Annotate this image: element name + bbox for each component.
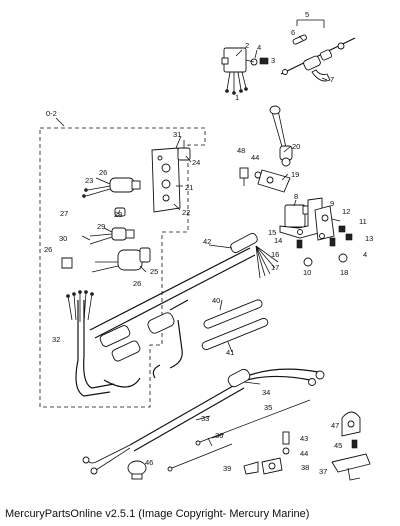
wire-part-36	[167, 443, 233, 472]
callout-30: 30	[59, 234, 67, 243]
callout-13: 13	[365, 234, 373, 243]
callout-11: 11	[359, 217, 367, 226]
callout-19: 19	[291, 170, 299, 179]
screw-part-45	[351, 439, 358, 449]
lamp-part-29	[89, 227, 135, 245]
callout-5: 5	[305, 10, 309, 19]
callout-3: 3	[271, 56, 275, 65]
callout-42: 42	[203, 237, 211, 246]
clip-part-39	[243, 461, 259, 475]
callout-22: 22	[182, 208, 190, 217]
cable-part-33	[82, 444, 131, 475]
bulb-part-28	[114, 207, 126, 217]
screw-part-48	[239, 167, 249, 186]
clamp-part-38	[261, 457, 283, 475]
callout-41: 41	[226, 348, 234, 357]
callout-16: 16	[271, 250, 279, 259]
callout-4-right: 4	[363, 250, 367, 259]
choke-switch-part-25	[91, 247, 151, 273]
callout-44-top: 44	[251, 153, 259, 162]
callout-15: 15	[268, 228, 276, 237]
callout-43: 43	[300, 434, 308, 443]
callout-47: 47	[331, 421, 339, 430]
callout-36: 36	[215, 431, 223, 440]
cap-part-46	[127, 460, 147, 480]
callout-37: 37	[319, 467, 327, 476]
callout-6: 6	[291, 28, 295, 37]
callout-21: 21	[185, 183, 193, 192]
callout-9: 9	[330, 199, 334, 208]
callout-8: 8	[294, 192, 298, 201]
callout-34: 34	[262, 388, 270, 397]
callout-1: 1	[235, 93, 239, 102]
callout-29: 29	[97, 222, 105, 231]
callout-25: 25	[150, 267, 158, 276]
key-switch-part-23	[82, 177, 141, 198]
callout-23: 23	[85, 176, 93, 185]
main-harness-part-42	[89, 232, 279, 339]
callout-18: 18	[340, 268, 348, 277]
callout-39: 39	[223, 464, 231, 473]
callout-24: 24	[192, 158, 200, 167]
callout-48: 48	[237, 146, 245, 155]
callout-10: 10	[303, 268, 311, 277]
copyright-footer: MercuryPartsOnline v2.5.1 (Image Copyrig…	[5, 508, 310, 520]
callout-4-top: 4	[257, 43, 261, 52]
wire-part-35	[195, 399, 311, 446]
callout-27: 27	[60, 209, 68, 218]
lamp-socket-part-20	[269, 105, 293, 167]
callout-32: 32	[52, 335, 60, 344]
callout-33: 33	[201, 414, 209, 423]
callout-26-top: 26	[99, 168, 107, 177]
callout-46: 46	[145, 458, 153, 467]
tube-part-40	[203, 299, 263, 329]
tube-part-41	[201, 317, 269, 351]
callout-26-left: 26	[44, 245, 52, 254]
callout-31: 31	[173, 130, 181, 139]
callout-labels: 0-2 2 4 3 1 5 6 7 20 48 44 19 31 24 21 2…	[44, 10, 373, 476]
callout-35: 35	[264, 403, 272, 412]
callout-38: 38	[301, 463, 309, 472]
callout-20: 20	[292, 142, 300, 151]
cover-part-47	[341, 411, 361, 437]
bracket-part-37	[331, 453, 371, 481]
callout-7: 7	[330, 75, 334, 84]
callout-26-bottom: 26	[133, 279, 141, 288]
relay-part-2	[221, 47, 248, 95]
connector-pair-center	[147, 299, 189, 379]
switch-panel-part-21	[151, 140, 191, 213]
callout-17: 17	[271, 263, 279, 272]
plate-part-19	[257, 169, 291, 193]
leader-lines	[55, 35, 341, 447]
washer-part-44-bottom	[282, 447, 290, 455]
screw-part-43	[282, 431, 290, 445]
callout-40: 40	[212, 296, 220, 305]
callout-14: 14	[274, 236, 282, 245]
fuse-holder-part-5	[280, 19, 356, 82]
control-box-dashed-outline	[39, 127, 206, 408]
callout-45: 45	[334, 441, 342, 450]
callout-28: 28	[114, 210, 122, 219]
harness-part-32	[66, 290, 141, 397]
plug-part-26-left	[61, 257, 73, 269]
cable-part-34	[129, 368, 325, 452]
callout-44-bottom: 44	[300, 449, 308, 458]
callout-0-2: 0-2	[46, 109, 57, 118]
callout-2: 2	[245, 41, 249, 50]
callout-12: 12	[342, 207, 350, 216]
switch-bracket-assembly	[279, 197, 353, 267]
